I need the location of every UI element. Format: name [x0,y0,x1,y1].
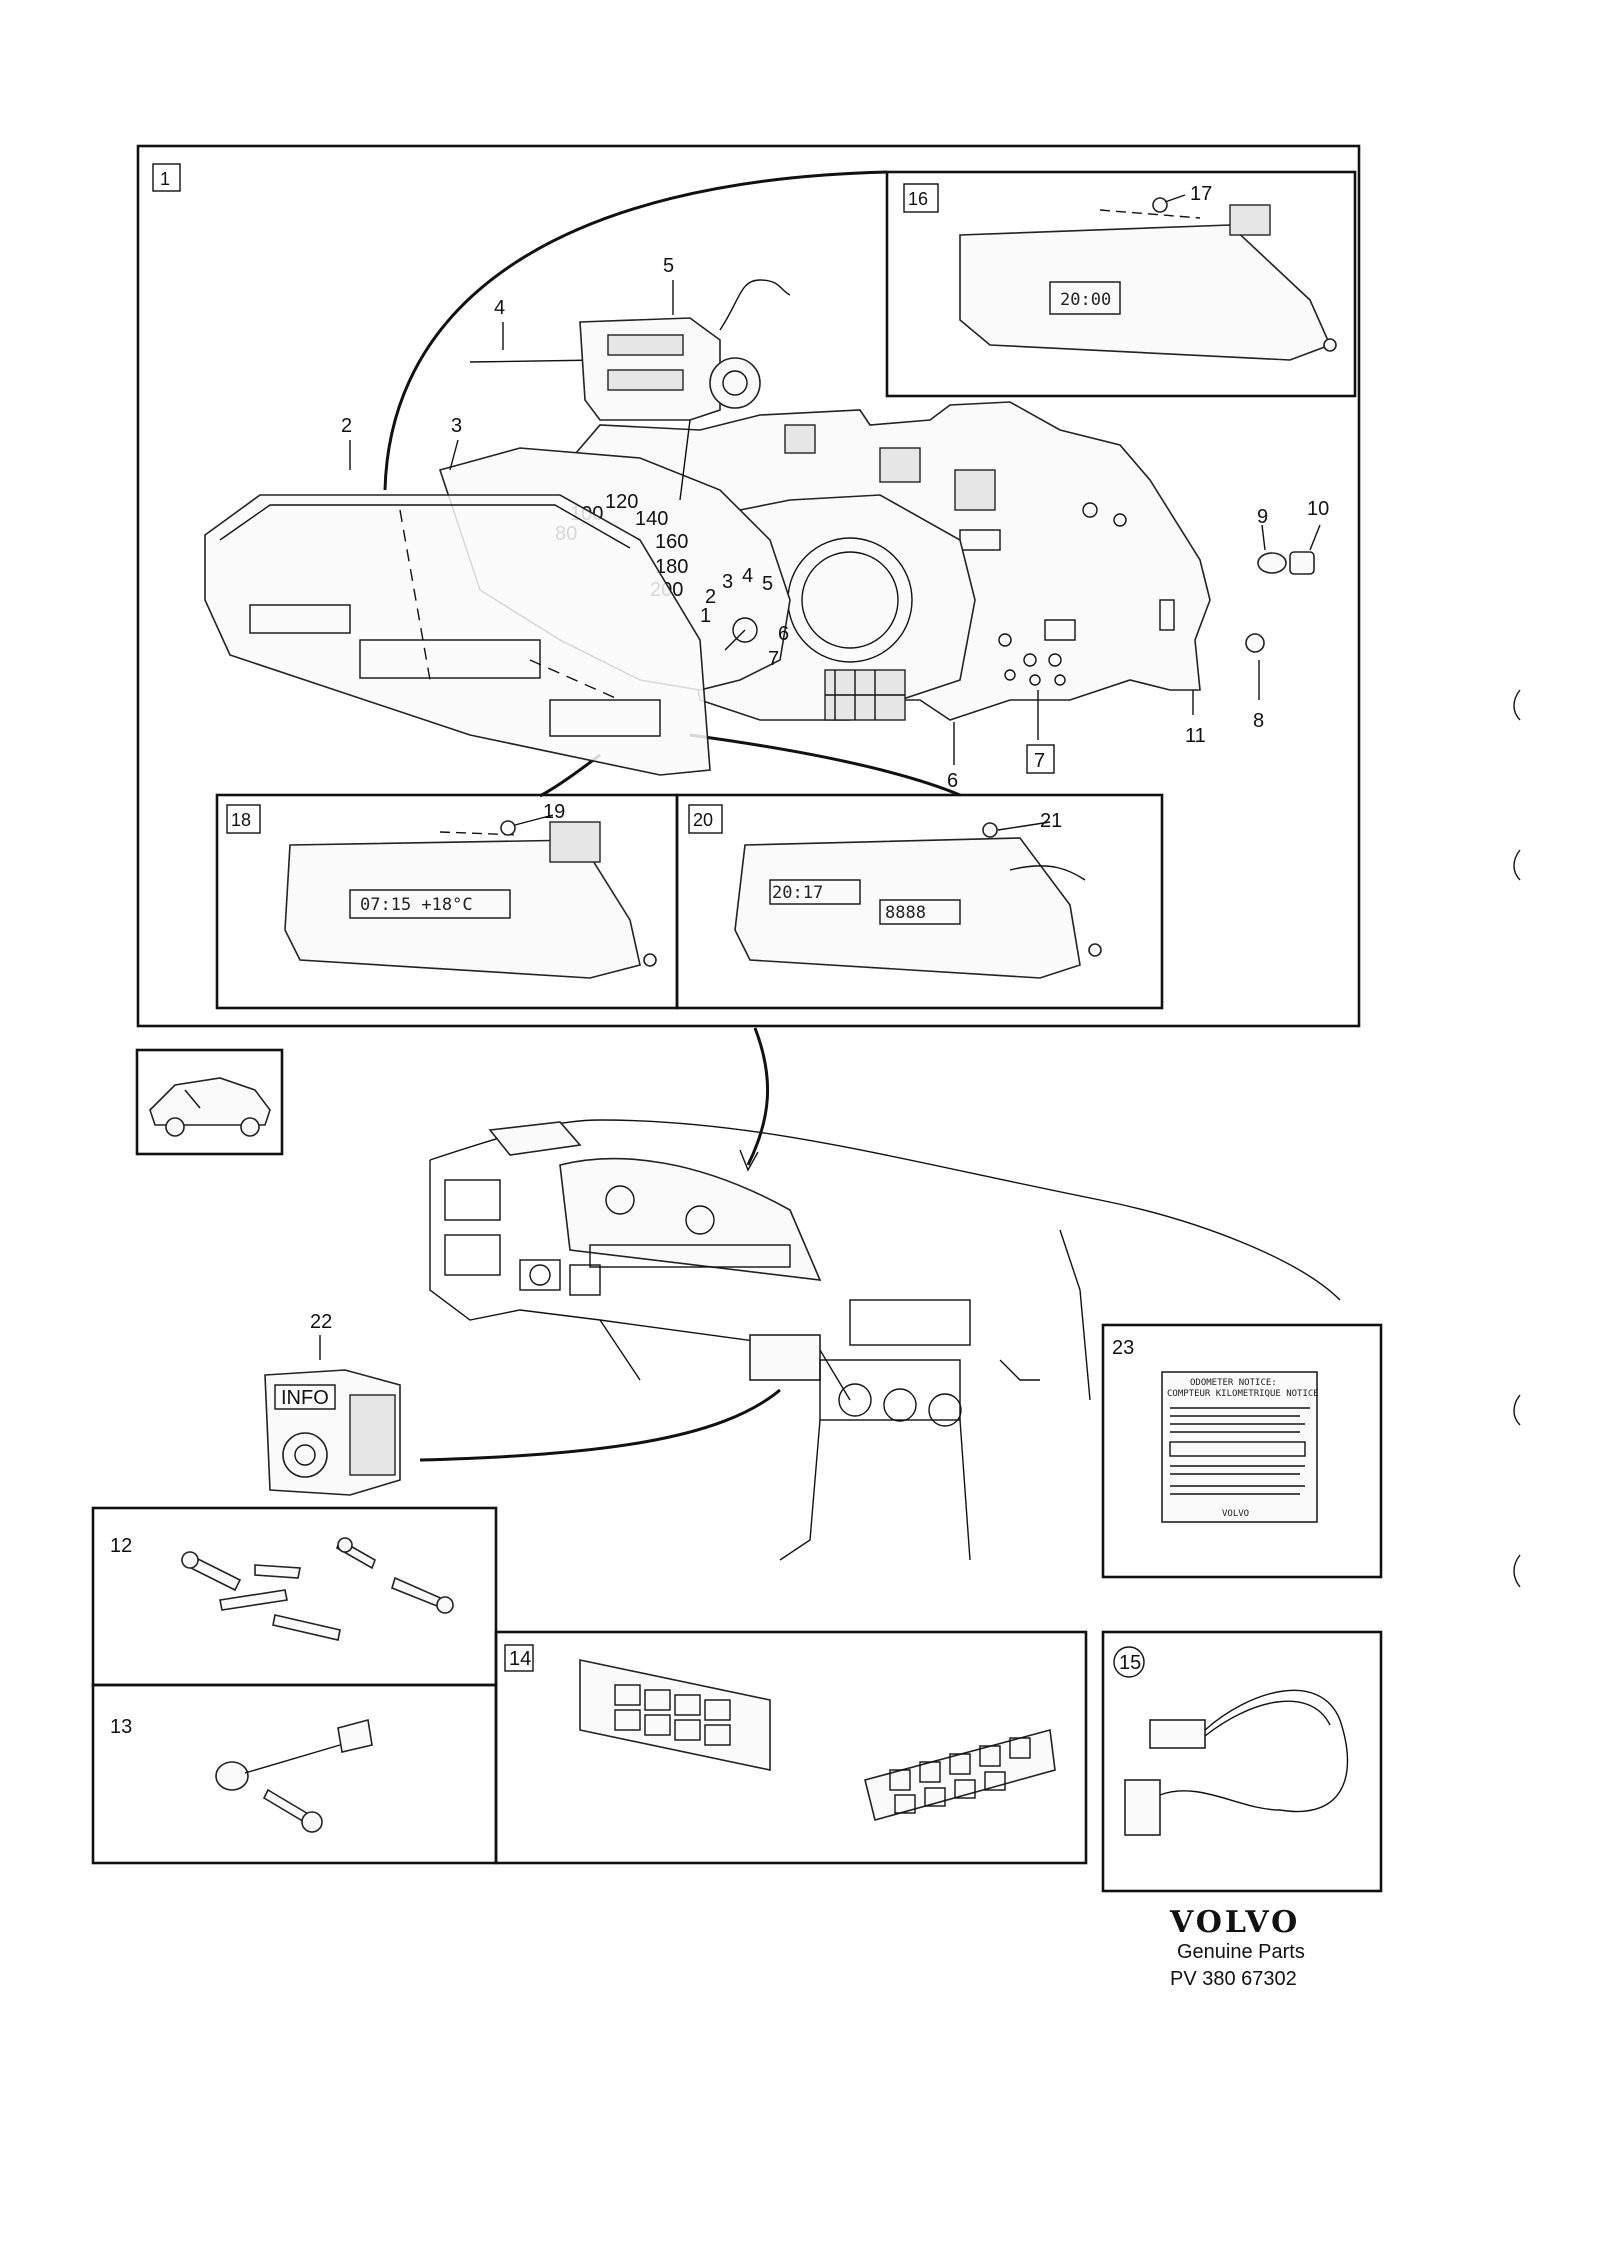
callout-box-18 [226,804,261,834]
callout-12: 12 [110,1535,132,1557]
callout-5: 5 [663,255,674,277]
callout-circle-15 [1113,1646,1145,1678]
callout-21: 21 [1040,810,1062,832]
footer-subtitle: Genuine Parts [1177,1941,1305,1963]
frame-13 [91,1683,498,1865]
label-bottom: VOLVO [1222,1509,1249,1519]
label-line1: ODOMETER NOTICE: [1190,1378,1277,1388]
callout-9: 9 [1257,506,1268,528]
callout-20: 20 [693,810,713,830]
callout-18: 18 [231,810,251,830]
display-switch-assembly [469,279,791,501]
symbol-panel-right [864,1728,1056,1821]
callout-6: 6 [947,770,958,792]
display-18-readout: 07:15 +18°C [360,895,473,915]
callout-box-14 [504,1644,534,1672]
display-unit-18: 07:15 +18°C [284,820,657,979]
dashboard-overview [429,1119,1341,1561]
car-icon [149,1077,271,1137]
frame-23 [1101,1323,1383,1579]
symbol-panel-left [579,1659,771,1771]
label-line2: COMPTEUR KILOMETRIQUE NOTICE [1167,1389,1319,1399]
tacho-tick-3: 3 [722,571,733,593]
callout-11: 11 [1185,725,1206,747]
speedo-tick-160: 160 [655,531,688,553]
frame-16 [885,170,1357,398]
callout-13: 13 [110,1716,132,1738]
main-leaders [349,280,1321,765]
callout-box-1 [152,163,181,192]
speedo-tick-120: 120 [605,491,638,513]
display-20-readout-a: 20:17 [772,883,823,903]
callout-7: 7 [1034,750,1045,772]
tacho-tick-4: 4 [742,565,753,587]
callout-3: 3 [451,415,462,437]
brand-logo: VOLVO [1169,1905,1300,1940]
leader-arc-16 [383,170,888,491]
front-glass [204,494,711,776]
display-unit-16: 20:00 [959,197,1337,361]
frame-15 [1101,1630,1383,1893]
callout-box-16 [903,183,939,213]
tacho-tick-7: 7 [768,648,779,670]
callout-14: 14 [509,1648,531,1670]
callout-8: 8 [1253,710,1264,732]
tacho-tick-5: 5 [762,573,773,595]
instrument-cluster: 100 120 140 160 180 200 80 1 2 3 4 5 6 7 [204,401,1211,776]
margin-marks [1513,689,1521,1588]
info-switch-label: INFO [281,1387,329,1409]
tacho-tick-2: 2 [705,586,716,608]
display-unit-20: 20:17 8888 [734,822,1102,979]
tacho-tick-6: 6 [778,623,789,645]
callout-10: 10 [1307,498,1329,520]
main-frame [136,144,1361,1028]
display-16-readout: 20:00 [1060,290,1111,310]
callout-box-7 [1026,744,1055,774]
callout-22: 22 [310,1311,332,1333]
callout-4: 4 [494,297,505,319]
info-switch: INFO [264,1369,401,1496]
callout-1: 1 [160,169,170,189]
screws-12 [181,1537,454,1641]
bulbs [1245,551,1315,653]
display-20-readout-b: 8888 [885,903,926,923]
leader-arc-info [419,1388,781,1462]
leader-arc-dashboard [746,1027,770,1166]
frame-20 [675,793,1164,1010]
callout-19: 19 [543,801,565,823]
callout-2: 2 [341,415,352,437]
speedo-tick-180: 180 [655,556,688,578]
callout-15: 15 [1119,1652,1141,1674]
callout-16: 16 [908,189,928,209]
speedo-tick-140: 140 [635,508,668,530]
tacho-tick-1: 1 [700,605,711,627]
callout-box-20 [688,804,723,834]
car-model-box [135,1048,284,1156]
callout-23: 23 [1112,1337,1134,1359]
odometer-notice-label: ODOMETER NOTICE: COMPTEUR KILOMETRIQUE N… [1161,1371,1319,1523]
tacho-hub [732,617,758,643]
frame-14 [494,1630,1088,1865]
footer-code: PV 380 67302 [1170,1968,1297,1990]
clip-13 [215,1718,373,1833]
callout-17: 17 [1190,183,1212,205]
leader-arc-20 [689,733,961,797]
cable-harness-15 [1124,1689,1349,1836]
